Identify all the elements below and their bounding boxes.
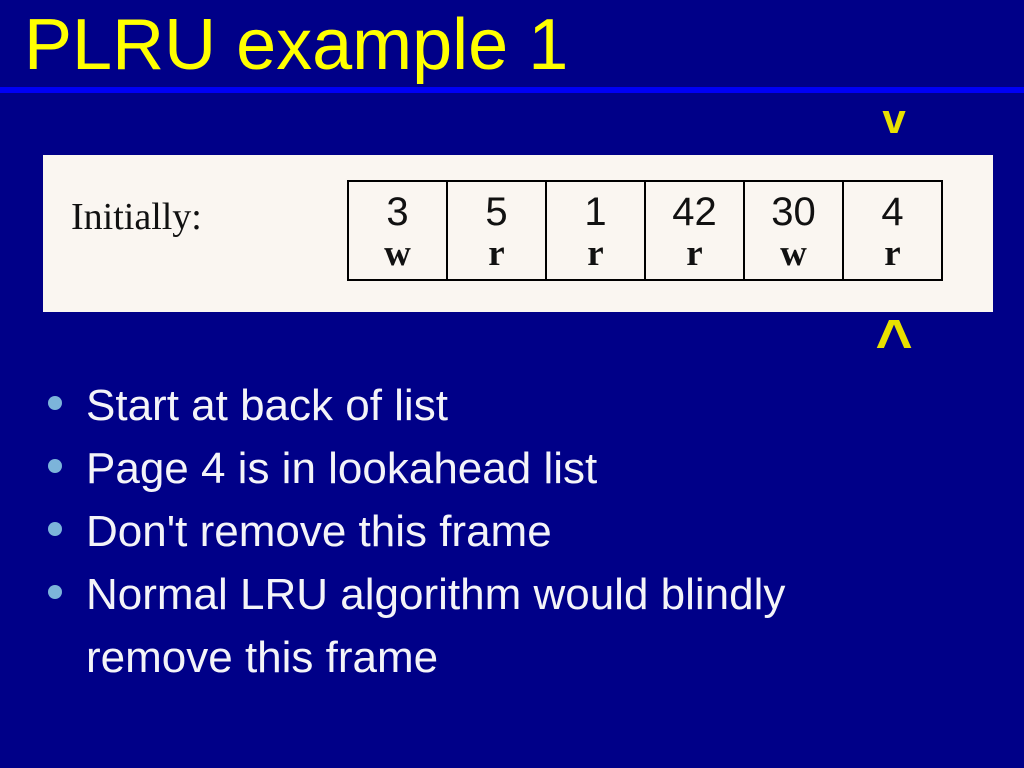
frame-access-mode: r bbox=[488, 232, 505, 274]
frame-cell: 4 r bbox=[842, 180, 943, 281]
frame-access-mode: w bbox=[384, 232, 411, 274]
frame-page-number: 42 bbox=[672, 189, 717, 234]
frame-page-number: 4 bbox=[881, 189, 904, 234]
frame-cell: 5 r bbox=[446, 180, 547, 281]
frame-access-mode: w bbox=[780, 232, 807, 274]
bullet-list: Start at back of list Page 4 is in looka… bbox=[42, 374, 922, 689]
frame-access-mode: r bbox=[587, 232, 604, 274]
list-item: Don't remove this frame bbox=[42, 500, 922, 563]
frame-access-mode: r bbox=[686, 232, 703, 274]
list-item: Normal LRU algorithm would blindly remov… bbox=[42, 563, 922, 689]
list-item: Page 4 is in lookahead list bbox=[42, 437, 922, 500]
frame-cell: 3 w bbox=[347, 180, 448, 281]
frame-table: 3 w 5 r 1 r 42 r 30 w 4 r bbox=[347, 180, 943, 281]
title-underline bbox=[0, 87, 1024, 93]
bullet-icon bbox=[48, 396, 62, 410]
slide-title: PLRU example 1 bbox=[24, 5, 569, 85]
frame-page-number: 1 bbox=[584, 189, 607, 234]
frame-page-number: 3 bbox=[386, 189, 409, 234]
frame-cell: 42 r bbox=[644, 180, 745, 281]
bullet-text: Don't remove this frame bbox=[86, 507, 552, 556]
bullet-text: Page 4 is in lookahead list bbox=[86, 444, 598, 493]
lookahead-pointer-up-icon: ^ bbox=[875, 306, 913, 378]
lookahead-pointer-down-icon: v bbox=[882, 95, 906, 142]
frame-page-number: 5 bbox=[485, 189, 508, 234]
bullet-icon bbox=[48, 585, 62, 599]
bullet-text: Normal LRU algorithm would blindly remov… bbox=[86, 570, 786, 682]
frame-cell: 30 w bbox=[743, 180, 844, 281]
list-item: Start at back of list bbox=[42, 374, 922, 437]
frame-page-number: 30 bbox=[771, 189, 816, 234]
bullet-icon bbox=[48, 459, 62, 473]
frame-access-mode: r bbox=[884, 232, 901, 274]
initially-label: Initially: bbox=[71, 196, 202, 238]
bullet-icon bbox=[48, 522, 62, 536]
bullet-text: Start at back of list bbox=[86, 381, 448, 430]
initial-state-panel: Initially: 3 w 5 r 1 r 42 r 30 w bbox=[43, 155, 993, 312]
frame-cell: 1 r bbox=[545, 180, 646, 281]
